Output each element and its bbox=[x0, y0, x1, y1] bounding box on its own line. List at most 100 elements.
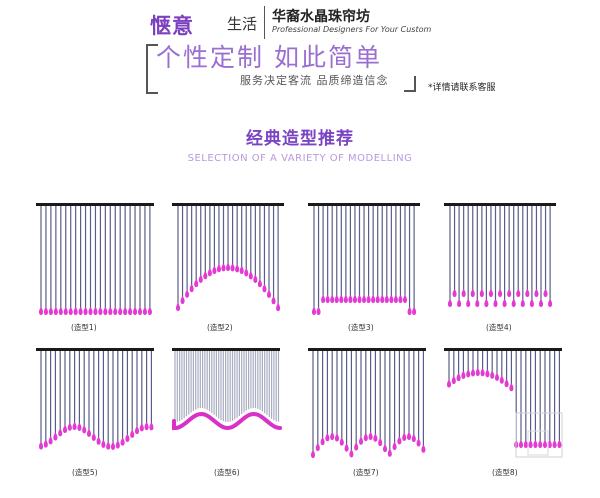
crystal-bead bbox=[371, 295, 376, 303]
crystal-bead bbox=[320, 437, 325, 446]
crystal-bead bbox=[480, 368, 485, 377]
crystal-bead bbox=[248, 271, 253, 280]
crystal-bead bbox=[72, 422, 77, 431]
crystal-bead bbox=[547, 440, 552, 448]
crystal-bead bbox=[525, 289, 530, 297]
crystal-bead bbox=[393, 295, 398, 303]
crystal-bead bbox=[380, 295, 385, 303]
style-card: (造型6) bbox=[172, 343, 302, 483]
crystal-bead bbox=[38, 441, 44, 450]
crystal-bead bbox=[43, 307, 48, 315]
crystal-bead bbox=[262, 284, 267, 293]
crystal-bead bbox=[475, 299, 480, 307]
crystal-bead bbox=[216, 264, 221, 273]
crystal-bead bbox=[103, 307, 108, 315]
crystal-bead bbox=[83, 307, 88, 315]
crystal-bead bbox=[194, 279, 199, 288]
crystal-bead bbox=[470, 289, 475, 297]
curtain-illustration bbox=[308, 348, 426, 458]
crystal-bead bbox=[488, 289, 493, 297]
crystal-bead bbox=[137, 307, 143, 315]
crystal-bead bbox=[244, 268, 249, 277]
crystal-bead bbox=[315, 443, 320, 452]
crystal-bead bbox=[239, 266, 244, 275]
crystal-bead bbox=[334, 433, 340, 442]
crystal-bead bbox=[354, 442, 359, 451]
crystal-bead bbox=[53, 307, 58, 315]
crystal-bead bbox=[330, 432, 335, 441]
crystal-bead bbox=[276, 303, 281, 312]
crystal-bead bbox=[175, 303, 181, 311]
crystal-bead bbox=[368, 432, 373, 441]
crystal-bead bbox=[321, 295, 326, 303]
crystal-bead bbox=[363, 433, 368, 442]
crystal-bead bbox=[212, 265, 217, 274]
crystal-bead bbox=[511, 299, 516, 307]
crystal-bead bbox=[389, 295, 394, 303]
crystal-bead bbox=[38, 307, 44, 315]
crystal-bead bbox=[533, 440, 538, 448]
crystal-bead bbox=[407, 307, 412, 315]
crystal-bead bbox=[120, 437, 125, 446]
crystal-bead bbox=[499, 375, 504, 384]
crystal-bead bbox=[502, 299, 507, 307]
crystal-bead bbox=[82, 425, 87, 434]
crystal-bead bbox=[101, 439, 106, 448]
crystal-bead bbox=[344, 443, 349, 452]
curtain-rod bbox=[444, 348, 562, 351]
crystal-bead bbox=[123, 307, 128, 315]
crystal-bead bbox=[253, 274, 258, 283]
curtain-rod bbox=[444, 203, 556, 206]
crystal-bead bbox=[557, 440, 562, 448]
bracket-decoration bbox=[146, 44, 158, 94]
crystal-bead bbox=[198, 274, 203, 283]
crystal-bead bbox=[134, 426, 140, 435]
crystal-bead bbox=[43, 439, 48, 448]
curtain-illustration bbox=[36, 348, 154, 450]
crystal-bead bbox=[457, 299, 462, 307]
crystal-bead bbox=[509, 383, 514, 392]
slogan-sub: 服务决定客流 品质缔造信念 bbox=[240, 74, 389, 87]
crystal-bead bbox=[235, 264, 240, 273]
crystal-bead bbox=[311, 307, 317, 315]
crystal-bead bbox=[257, 279, 262, 288]
crystal-bead bbox=[189, 284, 194, 293]
crystal-bead bbox=[128, 307, 133, 315]
crystal-bead bbox=[316, 307, 321, 315]
curtain-rod bbox=[36, 203, 154, 206]
crystal-bead bbox=[115, 440, 120, 449]
crystal-bead bbox=[349, 449, 354, 458]
slogan: 个性定制 如此简单 bbox=[156, 43, 382, 72]
curtain-rod bbox=[308, 348, 426, 351]
crystal-bead bbox=[507, 289, 512, 297]
curtain-illustration bbox=[308, 203, 420, 315]
crystal-bead bbox=[523, 440, 528, 448]
crystal-bead bbox=[543, 289, 548, 297]
crystal-bead bbox=[516, 289, 521, 297]
crystal-bead bbox=[456, 373, 461, 382]
crystal-bead bbox=[529, 299, 534, 307]
crystal-bead bbox=[139, 423, 144, 432]
crystal-bead bbox=[110, 441, 116, 450]
style-label: (造型7) bbox=[353, 468, 379, 477]
brand-main: 惬意 bbox=[150, 14, 194, 38]
curtain-rod bbox=[172, 203, 284, 206]
crystal-bead bbox=[271, 296, 276, 305]
company-name: 华裔水晶珠帘坊 bbox=[272, 9, 370, 25]
curtain-illustration bbox=[36, 203, 154, 315]
crystal-bead bbox=[63, 307, 68, 315]
crystal-bead bbox=[77, 422, 82, 431]
crystal-bead bbox=[542, 440, 548, 448]
crystal-bead bbox=[366, 295, 371, 303]
crystal-bead bbox=[538, 440, 543, 448]
crystal-bead bbox=[98, 307, 103, 315]
crystal-bead bbox=[466, 369, 471, 378]
crystal-bead bbox=[180, 296, 185, 305]
crystal-bead bbox=[373, 433, 378, 442]
crystal-bead bbox=[382, 444, 388, 453]
crystal-bead bbox=[203, 271, 208, 280]
curtain-rod bbox=[308, 203, 420, 206]
style-label: (造型8) bbox=[492, 468, 518, 477]
crystal-bead bbox=[91, 432, 96, 441]
crystal-bead bbox=[375, 295, 380, 303]
